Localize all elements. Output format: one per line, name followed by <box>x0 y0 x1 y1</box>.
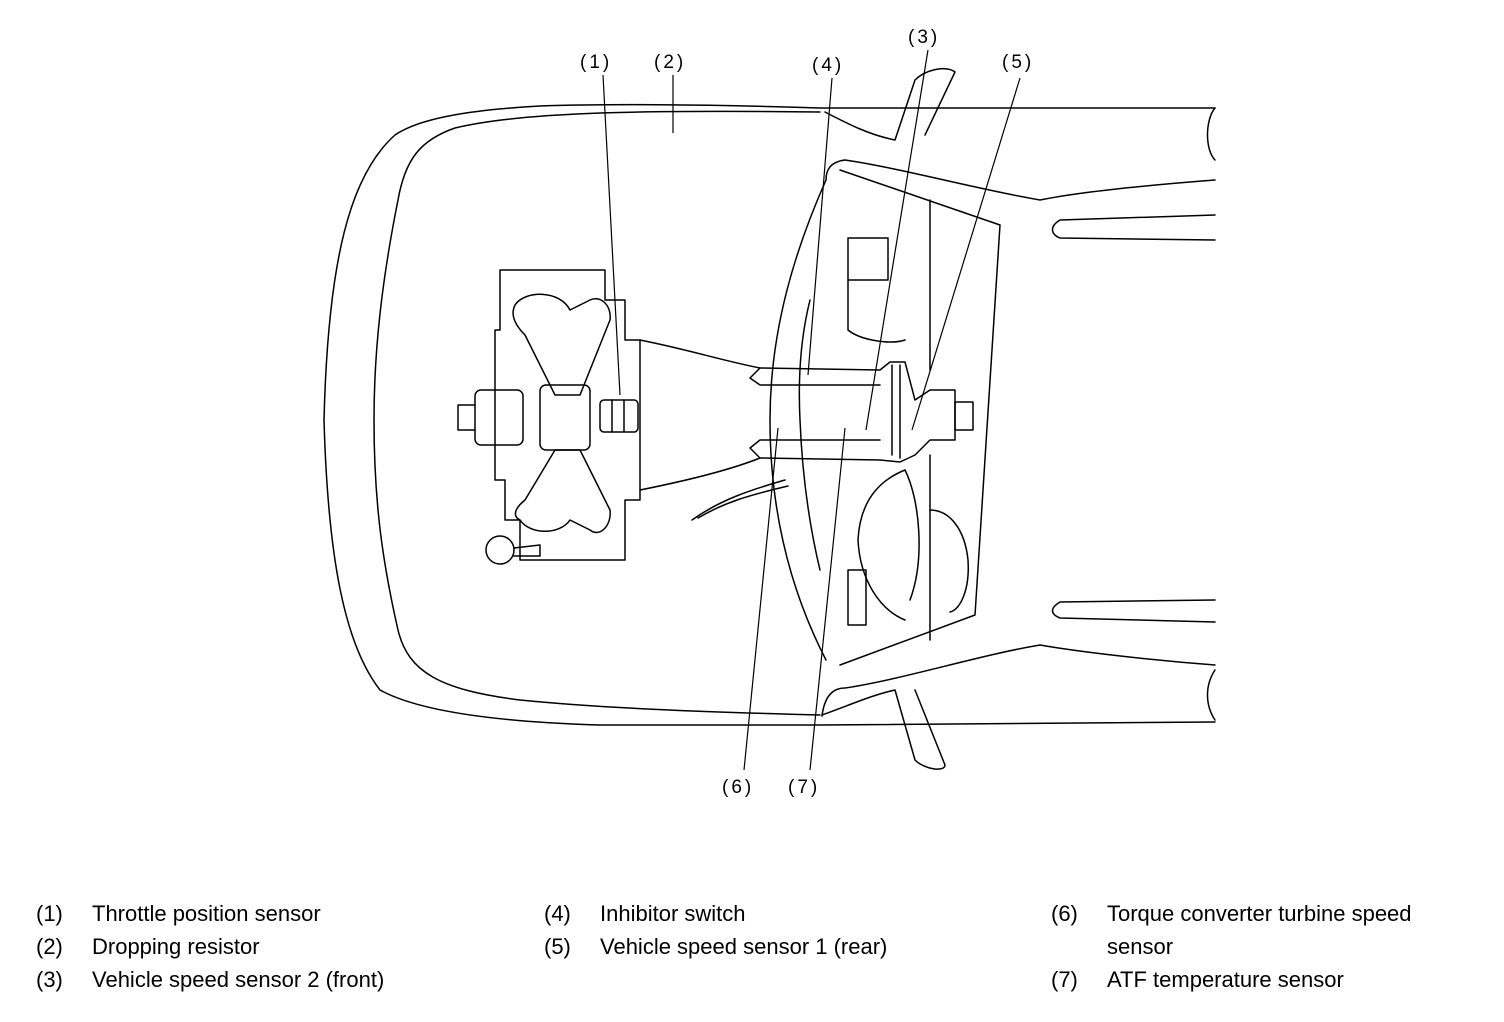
leader-line-6 <box>743 427 779 771</box>
legend-item-5: (5) Vehicle speed sensor 1 (rear) <box>544 930 984 963</box>
vehicle-layout-diagram: (1) (2) (3) (4) (5) (6) (7) <box>323 27 1216 798</box>
vehicle-body-outline <box>323 103 1216 726</box>
legend-label: Torque converter turbine speed sensor <box>1107 901 1412 959</box>
legend-label: Vehicle speed sensor 2 (front) <box>92 967 385 992</box>
windshield-pillars <box>769 68 1001 770</box>
callout-3: (3) <box>908 27 940 48</box>
legend-label: Vehicle speed sensor 1 (rear) <box>600 934 888 959</box>
callout-5: (5) <box>1002 52 1034 73</box>
legend-number: (5) <box>544 934 571 959</box>
legend-number: (6) <box>1051 901 1078 926</box>
legend-item-4: (4) Inhibitor switch <box>544 897 984 930</box>
transmission-assembly <box>639 339 974 521</box>
interior-details <box>847 199 969 641</box>
engine-assembly <box>457 269 641 565</box>
legend-column-2: (4) Inhibitor switch (5) Vehicle speed s… <box>544 897 984 963</box>
legend-label: Throttle position sensor <box>92 901 321 926</box>
legend-column-3: (6) Torque converter turbine speed senso… <box>1051 897 1481 996</box>
legend-label: ATF temperature sensor <box>1107 967 1344 992</box>
leader-line-1 <box>602 74 621 396</box>
legend-number: (3) <box>36 967 63 992</box>
legend-label: Inhibitor switch <box>600 901 746 926</box>
legend-item-3: (3) Vehicle speed sensor 2 (front) <box>36 963 476 996</box>
legend-item-2: (2) Dropping resistor <box>36 930 476 963</box>
legend-column-1: (1) Throttle position sensor (2) Droppin… <box>36 897 476 996</box>
leader-line-4 <box>807 77 833 376</box>
callout-2: (2) <box>654 52 686 73</box>
legend-label: Dropping resistor <box>92 934 260 959</box>
legend-item-1: (1) Throttle position sensor <box>36 897 476 930</box>
leader-line-5 <box>911 77 1021 431</box>
callout-1: (1) <box>580 52 612 73</box>
callout-4: (4) <box>812 55 844 76</box>
callout-7: (7) <box>788 777 820 798</box>
callout-labels: (1) (2) (3) (4) (5) (6) (7) <box>580 27 1034 798</box>
leader-lines <box>602 49 1021 771</box>
legend-number: (1) <box>36 901 63 926</box>
legend-item-7: (7) ATF temperature sensor <box>1051 963 1481 996</box>
legend-number: (4) <box>544 901 571 926</box>
leader-line-7 <box>809 427 846 771</box>
callout-6: (6) <box>722 777 754 798</box>
legend-number: (2) <box>36 934 63 959</box>
leader-line-3 <box>865 49 929 431</box>
legend-number: (7) <box>1051 967 1078 992</box>
legend-item-6: (6) Torque converter turbine speed senso… <box>1051 897 1481 963</box>
